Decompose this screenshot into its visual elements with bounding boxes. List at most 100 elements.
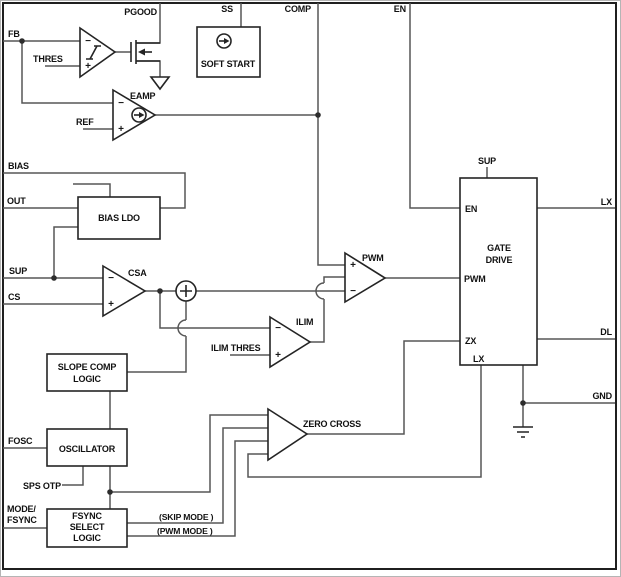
pin-label-out: OUT <box>7 196 26 206</box>
ilim-output-net <box>310 276 345 343</box>
label-bias-ldo: BIAS LDO <box>98 213 140 223</box>
slope-comp-net <box>127 301 187 373</box>
gate-drive-box <box>459 177 538 366</box>
ilim-plus-sign: + <box>275 350 281 361</box>
label-fsync-line3: LOGIC <box>73 533 101 543</box>
label-ref: REF <box>76 117 94 127</box>
csa-to-ilim-net <box>159 291 270 329</box>
pin-label-ss: SS <box>221 4 233 14</box>
csa-minus-sign: − <box>108 273 114 284</box>
comp-net <box>317 3 345 266</box>
zx-net <box>307 340 460 435</box>
gnd-junction-dot <box>520 400 526 406</box>
eamp-arrow-head <box>139 112 145 118</box>
label-ilim-thres: ILIM THRES <box>211 343 261 353</box>
pin-label-cs: CS <box>8 292 20 302</box>
comp-junction-dot <box>315 112 321 118</box>
pin-label-lx: LX <box>601 197 612 207</box>
label-csa: CSA <box>128 268 147 278</box>
pin-label-fosc: FOSC <box>8 436 33 446</box>
label-fsync-line2: SELECT <box>70 522 105 532</box>
pin-label-pgood: PGOOD <box>124 7 157 17</box>
label-fsync-line1: FSYNC <box>72 511 102 521</box>
pin-label-fb: FB <box>8 29 20 39</box>
gnd-net <box>522 365 615 427</box>
label-slope-comp-line1: SLOPE COMP <box>58 362 117 372</box>
csa-plus-sign: + <box>108 299 114 310</box>
labels: PGOOD SS COMP EN FB BIAS OUT SUP CS FOSC… <box>7 4 613 543</box>
oscillator-junction-dot <box>107 489 113 495</box>
comparator-plus-sign: + <box>85 61 91 72</box>
bias-ldo-box <box>77 196 161 240</box>
label-gate-drive-lx: LX <box>473 354 484 364</box>
sup-junction-dot <box>51 275 57 281</box>
oscillator-box <box>46 428 128 467</box>
eamp-minus-sign: − <box>118 98 124 109</box>
label-soft-start: SOFT START <box>201 59 256 69</box>
label-sps-otp: SPS OTP <box>23 481 61 491</box>
pwm-triangle <box>344 251 387 304</box>
bias-net <box>3 172 186 209</box>
skip-mode-net <box>127 427 268 524</box>
zero-cross-triangle <box>267 407 309 462</box>
label-skip-mode: (SKIP MODE ) <box>159 512 214 522</box>
label-oscillator: OSCILLATOR <box>59 444 116 454</box>
pin-label-sup: SUP <box>9 266 27 276</box>
pin-label-mode-line2: FSYNC <box>7 515 37 525</box>
en-net <box>409 3 460 209</box>
pin-label-bias: BIAS <box>8 161 29 171</box>
sps-otp-net <box>62 466 84 486</box>
label-pwm-mode: (PWM MODE ) <box>157 526 213 536</box>
diagram-border <box>2 2 617 570</box>
ilim-minus-sign: − <box>275 323 281 334</box>
ground-triangle-icon <box>149 76 171 91</box>
bias-ldo-en-net <box>73 183 111 197</box>
csa-triangle <box>102 264 147 318</box>
label-ilim: ILIM <box>296 317 313 327</box>
pin-label-gnd: GND <box>592 391 612 401</box>
hysteresis-icon <box>86 45 101 60</box>
bias-ldo-sup-net <box>53 226 78 278</box>
shapes <box>46 26 538 548</box>
pin-label-mode-line1: MODE/ <box>7 504 36 514</box>
pin-label-comp: COMP <box>285 4 312 14</box>
fsync-select-logic-box <box>46 508 128 548</box>
ilim-triangle <box>269 315 312 369</box>
slope-comp-logic-box <box>46 353 128 392</box>
lx-sense-net <box>247 365 482 478</box>
soft-start-box <box>196 26 261 78</box>
mosfet-body-arrow-head <box>138 48 145 56</box>
eamp-plus-sign: + <box>118 124 124 135</box>
wires <box>3 3 615 537</box>
summing-junction <box>175 280 197 302</box>
label-gate-drive-en: EN <box>465 204 477 214</box>
fb-junction-dot <box>19 38 25 44</box>
label-gate-drive-sup: SUP <box>478 156 496 166</box>
csa-output-junction-dot <box>157 288 163 294</box>
pwm-mode-net <box>127 440 268 537</box>
ground-bars-icon <box>513 426 533 438</box>
label-slope-comp-line2: LOGIC <box>73 374 101 384</box>
label-gate-drive-pwm: PWM <box>464 274 486 284</box>
mosfet-drain-source-stubs <box>136 42 160 62</box>
pin-label-dl: DL <box>600 327 612 337</box>
pwm-plus-sign: + <box>350 260 356 271</box>
soft-start-arrow-head <box>224 38 230 44</box>
eamp-current-source-icon <box>131 107 147 123</box>
label-gate-drive-line1: GATE <box>487 243 511 253</box>
fb-net <box>3 40 113 104</box>
label-thres: THRES <box>33 54 63 64</box>
pgood-mosfet <box>130 40 160 64</box>
hysteresis-comparator <box>79 26 117 79</box>
pin-label-en: EN <box>394 4 406 14</box>
osc-to-zerocross-net <box>110 414 268 493</box>
label-gate-drive-zx: ZX <box>465 336 476 346</box>
pwm-minus-sign: − <box>350 286 356 297</box>
soft-start-current-source-icon <box>216 33 232 49</box>
label-gate-drive-line2: DRIVE <box>486 255 513 265</box>
label-zero-cross: ZERO CROSS <box>303 419 361 429</box>
summer-plus-icon <box>180 285 192 297</box>
label-pwm: PWM <box>362 253 384 263</box>
